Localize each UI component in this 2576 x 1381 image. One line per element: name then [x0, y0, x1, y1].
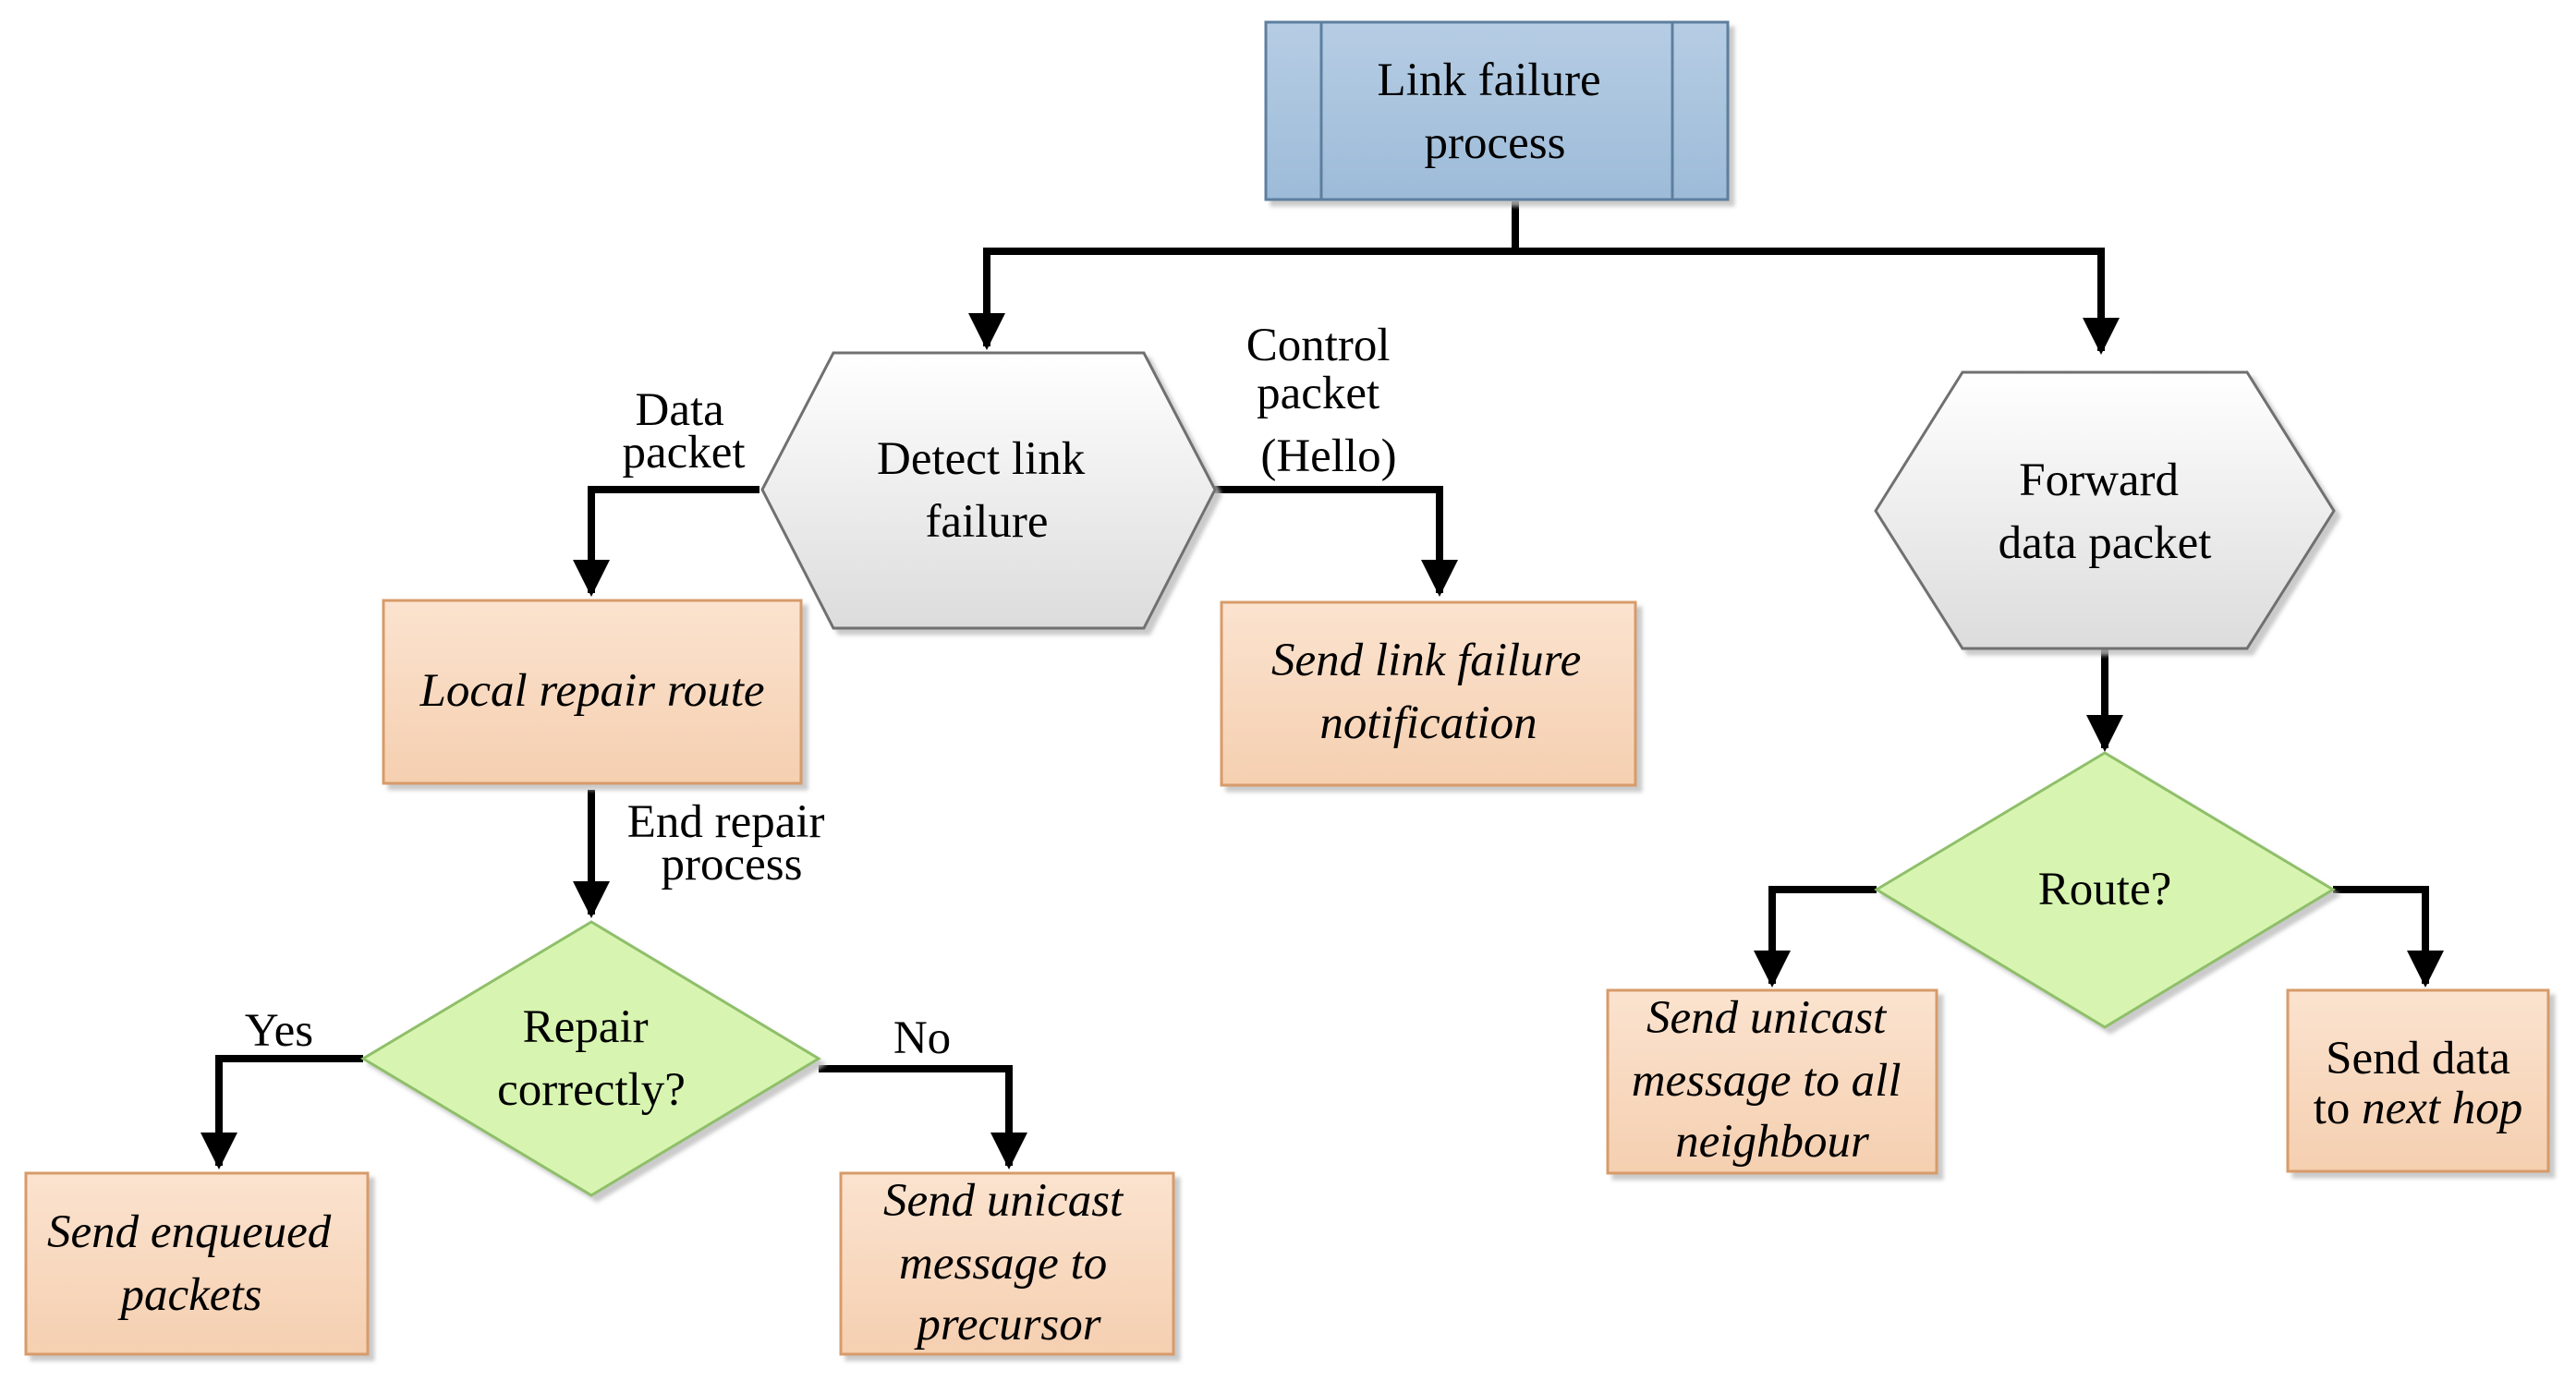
send-link-failure-notification-node: Send link failure notification: [1220, 600, 1637, 787]
send-next-hop-prefix: to: [2314, 1083, 2362, 1134]
connector-route-right: [2333, 886, 2444, 987]
send-unicast-all-line-3: neighbour: [1675, 1116, 1869, 1168]
svg-text:Local repair route: Local repair route: [419, 665, 764, 717]
svg-text:Data packet: Data packet: [622, 384, 745, 479]
forward-label-line-2: data packet: [1999, 517, 2212, 569]
forward-data-packet-node: Forward data packet: [1874, 370, 2336, 650]
local-repair-route-node: Local repair route: [382, 599, 803, 785]
connector-data-packet: [573, 486, 759, 597]
send-next-hop-line-1: Send data: [2326, 1033, 2510, 1084]
link-failure-process-node: Link failure process: [1264, 20, 1730, 201]
send-unicast-precursor-line-2: message to: [899, 1238, 1107, 1290]
send-unicast-precursor-line-3: precursor: [914, 1299, 1100, 1351]
repair-correctly-decision: Repair correctly?: [360, 920, 821, 1197]
connector-yes: [200, 1055, 363, 1169]
data-packet-label-line-1: Data: [635, 384, 723, 436]
local-repair-label: Local repair route: [419, 665, 764, 717]
send-enqueued-line-1: Send enqueued: [47, 1206, 332, 1258]
yes-label: Yes: [245, 1005, 313, 1057]
detect-link-failure-node: Detect link failure: [760, 351, 1217, 630]
repair-decision-line-1: Repair: [523, 1001, 649, 1053]
svg-text:Send link failure notifi: Send link failure notification: [1271, 635, 1593, 749]
svg-text:Forward data packet: Forward data packet: [1999, 454, 2212, 569]
svg-text:Send enqueued packets: Send enqueued packets: [47, 1206, 343, 1321]
send-unicast-precursor-line-1: Send unicast: [883, 1175, 1124, 1227]
svg-text:Repair correctly?: Repair correctly?: [497, 1001, 686, 1116]
svg-text:Control packet (He: Control packet (Hello): [1246, 320, 1403, 482]
repair-decision-line-2: correctly?: [497, 1064, 686, 1116]
detect-label-line-2: failure: [925, 496, 1048, 548]
svg-text:Send data: Send data: [2326, 1033, 2510, 1084]
end-repair-label-line-1: End repair: [627, 796, 825, 848]
send-link-failure-line-2: notification: [1319, 697, 1537, 749]
route-decision-label: Route?: [2038, 864, 2171, 915]
send-data-next-hop-node: Send data to next hop: [2286, 988, 2550, 1173]
forward-label-line-1: Forward: [2019, 454, 2179, 506]
svg-text:Detect link failure: Detect link failure: [877, 433, 1097, 548]
send-enqueued-packets-node: Send enqueued packets: [24, 1171, 370, 1356]
control-packet-label-line-3: (Hello): [1260, 430, 1396, 482]
end-repair-label-line-2: process: [662, 839, 803, 890]
connectors: [200, 201, 2444, 1169]
start-label-line-1: Link failure: [1378, 55, 1601, 106]
send-enqueued-line-2: packets: [118, 1269, 262, 1321]
svg-text:Link failure process: Link failure process: [1378, 55, 1613, 169]
no-label: No: [893, 1012, 951, 1064]
connector-to-detect: [968, 248, 2101, 350]
svg-text:to next hop: to next hop: [2314, 1083, 2523, 1134]
connector-to-forward: [987, 248, 2120, 355]
send-unicast-precursor-node: Send unicast message to precursor: [839, 1171, 1175, 1356]
detect-label-line-1: Detect link: [877, 433, 1086, 485]
connector-route-left: [1754, 886, 1877, 987]
svg-text:Route?: Route?: [2038, 864, 2171, 915]
send-unicast-all-node: Send unicast message to all neighbour: [1606, 988, 1938, 1175]
svg-text:End repair process: End repair process: [627, 796, 837, 890]
connector-no: [819, 1065, 1027, 1169]
control-packet-label-line-1: Control: [1246, 320, 1391, 371]
send-link-failure-line-1: Send link failure: [1271, 635, 1581, 686]
send-next-hop-italic: next hop: [2362, 1083, 2522, 1134]
control-packet-label-line-2: packet: [1257, 368, 1379, 419]
data-packet-label-line-2: packet: [622, 427, 745, 479]
start-label-line-2: process: [1425, 117, 1566, 169]
send-unicast-all-line-2: message to all: [1632, 1055, 1902, 1107]
send-unicast-all-line-1: Send unicast: [1646, 992, 1888, 1044]
svg-text:Send unicast message to: Send unicast message to precursor: [883, 1175, 1135, 1351]
svg-text:Send unicast message to: Send unicast message to all neighbour: [1632, 992, 1914, 1168]
connector-control-packet: [1215, 486, 1458, 597]
edge-labels: Data packet Control packet (Hello) End r…: [245, 320, 1403, 1064]
route-decision: Route?: [1874, 751, 2336, 1029]
